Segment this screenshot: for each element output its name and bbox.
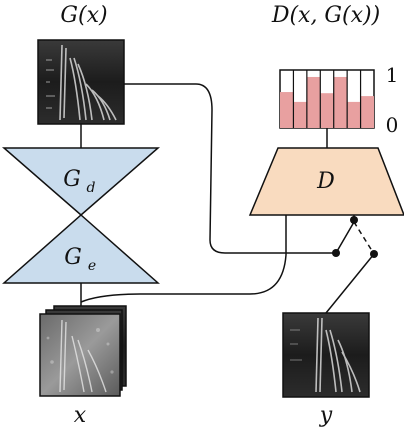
encoder-subscript: e [88,258,96,274]
score-bar-5 [333,76,348,128]
score-bar-1 [280,92,294,128]
generated-spectrogram [37,39,125,125]
wire-input-to-discriminator [80,215,287,303]
discriminator-score-chart: 1 0 [279,63,399,137]
target-spectrogram [282,312,370,398]
score-bar-6 [347,101,361,128]
decoder-subscript: d [87,180,96,196]
discriminator-label: D [316,169,335,194]
signal-wires [80,83,375,314]
decoder-block: G d [1,147,161,216]
discriminator-output-label: D(x, G(x)) [271,3,380,28]
decoder-label: G [63,167,81,192]
score-bar-7 [360,96,374,128]
switch-node-discriminator [350,216,358,224]
scale-high-label: 1 [386,63,399,87]
discriminator-block: D [248,147,404,216]
input-label: x [74,403,87,428]
score-bar-2 [293,101,307,128]
wire-target-to-switch [325,253,375,314]
encoder-label: G [64,245,82,270]
scale-low-label: 0 [386,113,399,137]
score-bar-3 [306,76,321,128]
input-spectrogram-stack [39,305,127,397]
switch-node-target [370,250,378,258]
target-label: y [319,403,333,428]
encoder-block: G e [2,213,160,284]
generated-output-label: G(x) [60,3,107,28]
score-bar-4 [320,93,334,128]
switch-node-generated [332,249,340,257]
switch-arm [335,221,355,254]
switch-alternate-path [353,221,375,255]
wire-generated-to-switch [124,83,336,254]
